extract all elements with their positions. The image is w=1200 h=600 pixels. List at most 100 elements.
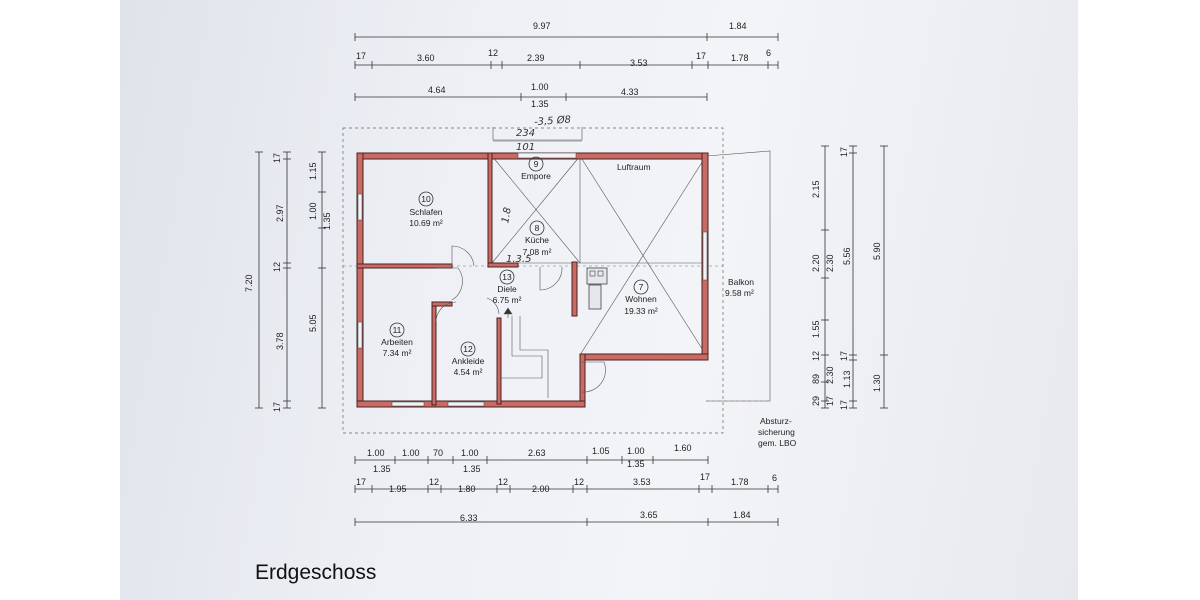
dim-left-2: 2.97 bbox=[275, 204, 285, 222]
absturz-1: Absturz- bbox=[760, 416, 792, 426]
room-name: Wohnen bbox=[625, 294, 657, 304]
balkon-area: 9.58 m² bbox=[725, 288, 754, 298]
dim-bot-1-3: 1.00 bbox=[461, 448, 479, 458]
dim-top-2-5: 17 bbox=[696, 51, 706, 61]
dim-bot-2-8: 17 bbox=[700, 472, 710, 482]
dim-left-4: 3.78 bbox=[275, 332, 285, 350]
doors bbox=[435, 245, 606, 393]
room-area: 7.34 m² bbox=[383, 348, 412, 358]
absturz-note: Absturz- sicherung gem. LBO bbox=[758, 416, 797, 448]
dim-left-outer: 7.20 bbox=[244, 274, 254, 292]
dim-top-2-1: 3.60 bbox=[417, 53, 435, 63]
dim-top-2-0: 17 bbox=[356, 51, 366, 61]
dim-right-5: 12 bbox=[811, 351, 821, 361]
dim-bot-1-4: 2.63 bbox=[528, 448, 546, 458]
room-num: 7 bbox=[639, 282, 644, 292]
dim-bot-2-5: 2.00 bbox=[532, 484, 550, 494]
dim-top-2-4: 3.53 bbox=[630, 58, 648, 68]
dim-top-3-3: 4.33 bbox=[621, 87, 639, 97]
dim-bot-sub-0: 1.35 bbox=[373, 464, 391, 474]
room-num: 11 bbox=[393, 325, 402, 335]
room-area: 4.54 m² bbox=[454, 367, 483, 377]
dim-top-2-7: 6 bbox=[766, 48, 771, 58]
room-area: 10.69 m² bbox=[409, 218, 443, 228]
room-num: 9 bbox=[534, 159, 539, 169]
room-num: 10 bbox=[421, 194, 431, 204]
room-name: Empore bbox=[521, 171, 551, 181]
dim-bot-3-0: 6.33 bbox=[460, 513, 478, 523]
drawing-title: Erdgeschoss bbox=[255, 561, 377, 584]
dim-bot-1-6: 1.00 bbox=[627, 446, 645, 456]
dim-bot-2-3: 1.80 bbox=[458, 484, 476, 494]
dim-right-2: 2.20 bbox=[811, 254, 821, 272]
bottom-dimensions: 1.00 1.00 70 1.00 2.63 1.05 1.00 1.60 1.… bbox=[354, 443, 779, 526]
dim-top-2-6: 1.78 bbox=[731, 53, 749, 63]
dim-top-2-3: 2.39 bbox=[527, 53, 545, 63]
balkon-label: Balkon bbox=[728, 277, 754, 287]
dim-right-7: 2.30 bbox=[825, 366, 835, 384]
dim-bot-1-5: 1.05 bbox=[592, 446, 610, 456]
handwritten-notes: -3,5 Ø8 234 101 1.8 1.3.5 bbox=[492, 114, 583, 265]
dim-bot-2-2: 12 bbox=[429, 477, 439, 487]
dim-left2-3: 1.35 bbox=[322, 212, 332, 230]
room-area: 19.33 m² bbox=[624, 306, 658, 316]
dim-right2-2: 5.56 bbox=[842, 247, 852, 265]
room-name: Schlafen bbox=[409, 207, 442, 217]
room-area: 7.08 m² bbox=[523, 247, 552, 257]
absturz-2: sicherung bbox=[758, 427, 795, 437]
dim-bot-sub-2: 1.35 bbox=[627, 459, 645, 469]
dim-bot-3-2: 1.84 bbox=[733, 510, 751, 520]
dim-right2-1: 17 bbox=[839, 147, 849, 157]
note-mark bbox=[492, 127, 583, 142]
dim-right-9: 17 bbox=[825, 396, 835, 406]
walls bbox=[356, 152, 709, 408]
dim-top-1-0: 9.97 bbox=[533, 21, 551, 31]
dim-right-3: 2.30 bbox=[825, 254, 835, 272]
note-3: 101 bbox=[516, 142, 535, 153]
dim-left-1: 17 bbox=[272, 153, 282, 163]
stairs bbox=[500, 307, 549, 398]
room-area: 6.75 m² bbox=[493, 295, 522, 305]
windows bbox=[357, 152, 708, 407]
dim-top-1-1: 1.84 bbox=[729, 21, 747, 31]
dim-right2-5: 17 bbox=[839, 400, 849, 410]
dim-right-6: 89 bbox=[811, 374, 821, 384]
dim-left2-1: 1.15 bbox=[308, 162, 318, 180]
room-num: 12 bbox=[463, 344, 473, 354]
dim-right-8: 29 bbox=[811, 396, 821, 406]
dim-left-3: 12 bbox=[272, 262, 282, 272]
absturz-3: gem. LBO bbox=[758, 438, 797, 448]
dim-bot-2-1: 1.95 bbox=[389, 484, 407, 494]
dim-right2-4: 1.13 bbox=[842, 370, 852, 388]
dim-right-4: 1.55 bbox=[811, 320, 821, 338]
room-name: Diele bbox=[497, 284, 517, 294]
dim-bot-1-2: 70 bbox=[433, 448, 443, 458]
dim-bot-1-1: 1.00 bbox=[402, 448, 420, 458]
dim-bot-2-7: 3.53 bbox=[633, 477, 651, 487]
void-diagonals bbox=[491, 155, 707, 356]
dim-right3-2: 1.30 bbox=[872, 374, 882, 392]
dim-bot-sub-1: 1.35 bbox=[463, 464, 481, 474]
room-empore: 9 Empore bbox=[521, 156, 551, 181]
dim-left-5: 17 bbox=[272, 402, 282, 412]
dim-right-1: 2.15 bbox=[811, 180, 821, 198]
dim-bot-2-0: 17 bbox=[356, 477, 366, 487]
room-name: Arbeiten bbox=[381, 337, 413, 347]
note-4: 1.8 bbox=[500, 207, 514, 225]
dim-bot-2-9: 1.78 bbox=[731, 477, 749, 487]
room-num: 8 bbox=[535, 223, 540, 233]
dim-top-3-0: 4.64 bbox=[428, 85, 446, 95]
dim-bot-2-10: 6 bbox=[772, 473, 777, 483]
right-dimensions: 2.15 2.20 2.30 1.55 12 89 2.30 29 17 17 … bbox=[811, 145, 888, 410]
room-ankleide: 12 Ankleide 4.54 m² bbox=[452, 341, 485, 377]
room-diele: 13 Diele 6.75 m² bbox=[493, 269, 522, 305]
room-wohnen: 7 Wohnen 19.33 m² bbox=[624, 279, 658, 316]
dim-left2-4: 5.05 bbox=[308, 314, 318, 332]
balcony: Balkon 9.58 m² bbox=[705, 150, 771, 402]
top-dimensions: 9.97 1.84 17 3.60 12 2.39 3.53 17 1.78 6… bbox=[354, 21, 779, 109]
dim-right2-3: 17 bbox=[839, 351, 849, 361]
dim-bot-1-7: 1.60 bbox=[674, 443, 692, 453]
dim-top-3-1: 1.00 bbox=[531, 82, 549, 92]
dim-top-2-2: 12 bbox=[488, 48, 498, 58]
